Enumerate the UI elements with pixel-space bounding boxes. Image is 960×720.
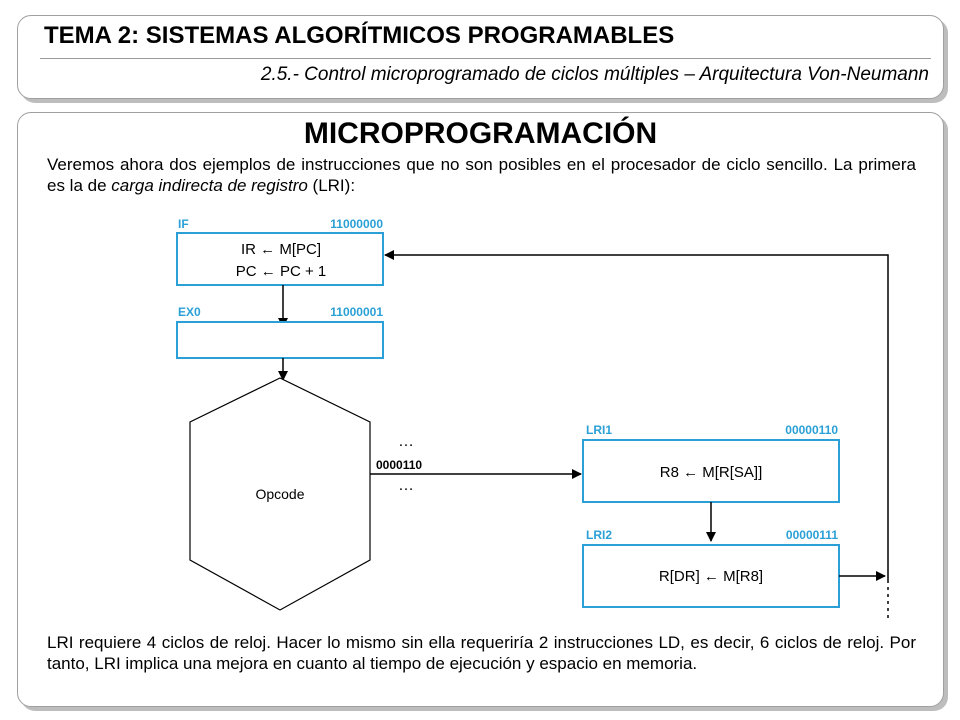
lri2-state-line1: R[DR] ← M[R8]	[659, 568, 763, 585]
ex0-state-address: 11000001	[330, 305, 383, 319]
intro-text: Veremos ahora dos ejemplos de instruccio…	[47, 155, 916, 195]
decoder-hexagon	[189, 377, 371, 611]
if-state-line1: IR ← M[PC]	[241, 241, 321, 258]
intro-paragraph: Veremos ahora dos ejemplos de instruccio…	[47, 154, 916, 196]
main-title: MICROPROGRAMACIÓN	[303, 117, 658, 150]
lri2-state: LRI2 00000111 R[DR] ← M[R8]	[582, 528, 840, 608]
ex0-state: EX0 11000001	[176, 305, 384, 359]
if-state-box	[176, 232, 384, 286]
lri1-state-line1: R8 ← M[R[SA]]	[660, 464, 763, 481]
header-subtitle: 2.5.- Control microprogramado de ciclos …	[260, 64, 929, 85]
if-state: IF 11000000 IR ← M[PC] PC ← PC + 1	[176, 217, 384, 286]
intro-emphasis: carga indirecta de registro	[111, 176, 308, 195]
header-title: TEMA 2: SISTEMAS ALGORÍTMICOS PROGRAMABL…	[44, 22, 675, 49]
branch-opcode-label: 0000110	[376, 458, 422, 472]
lri2-state-name: LRI2	[586, 528, 612, 542]
ellipsis-top: …	[398, 433, 414, 450]
lri1-state-address: 00000110	[785, 423, 838, 437]
if-state-name: IF	[178, 217, 189, 231]
conclusion-paragraph: LRI requiere 4 ciclos de reloj. Hacer lo…	[47, 633, 916, 673]
intro-text-end: (LRI):	[307, 176, 356, 195]
ellipsis-bottom: …	[398, 477, 414, 494]
if-state-line2: PC ← PC + 1	[236, 263, 326, 280]
opcode-decoder: Opcode	[189, 377, 371, 611]
arrow-return-to-if	[384, 250, 889, 580]
ex0-state-name: EX0	[178, 305, 201, 319]
lri1-state: LRI1 00000110 R8 ← M[R[SA]]	[582, 423, 840, 503]
lri2-state-box	[582, 544, 840, 608]
lri1-state-name: LRI1	[586, 423, 612, 437]
ex0-state-box	[176, 321, 384, 359]
header-divider	[40, 58, 931, 59]
if-state-address: 11000000	[330, 217, 383, 231]
header-panel: TEMA 2: SISTEMAS ALGORÍTMICOS PROGRAMABL…	[17, 15, 944, 99]
lri2-state-address: 00000111	[786, 528, 838, 542]
decoder-label: Opcode	[255, 486, 304, 502]
